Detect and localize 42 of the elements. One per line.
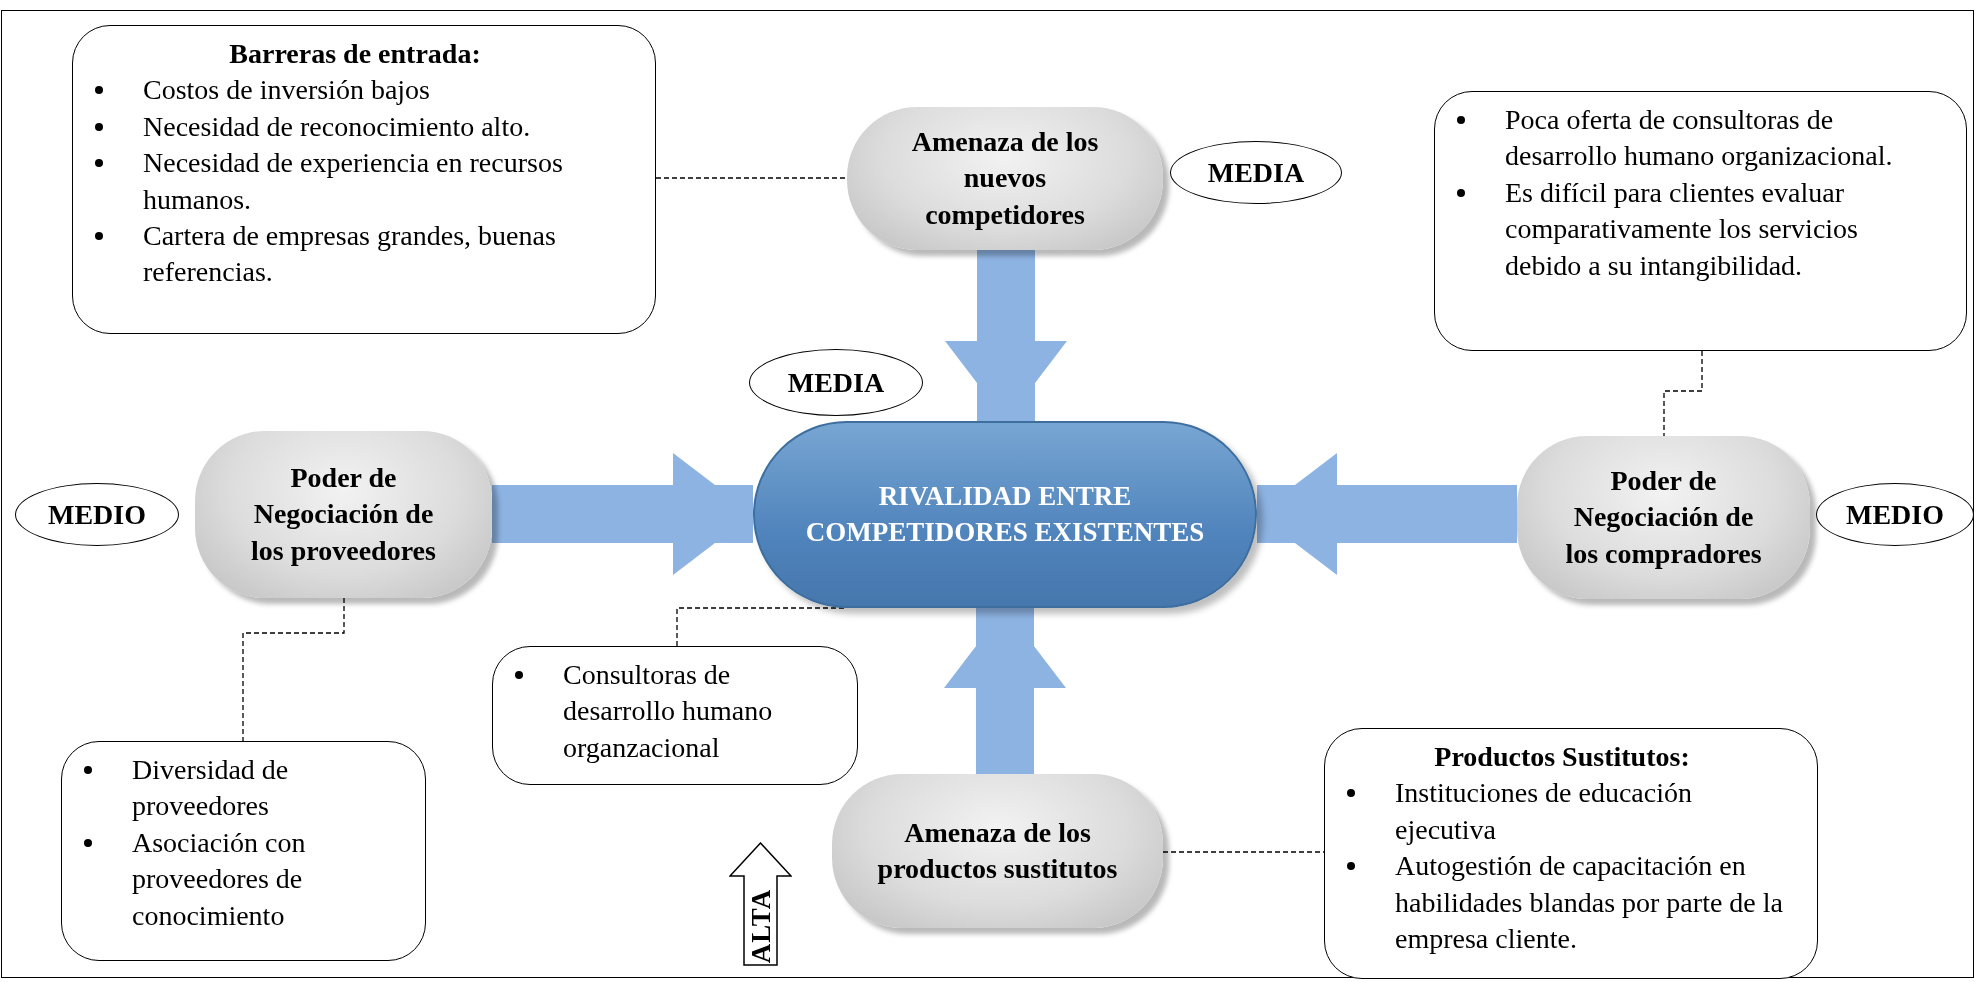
force-pill [832, 774, 1163, 928]
bullet-item: Consultoras de desarrollo humano organzacional [505, 657, 797, 767]
force-pill [847, 107, 1163, 250]
leader-line [242, 597, 345, 742]
block-arrow [945, 250, 1067, 421]
bullet-item: Asociación con proveedores de conocimiento [74, 824, 365, 934]
bullet-item: Es difícil para clientes evaluar comparativamente los servicios debido a su intangibilidad. [1447, 174, 1916, 284]
rating-label: ALTA [745, 889, 776, 964]
rating-label: MEDIA [1207, 156, 1305, 189]
note-box [61, 741, 426, 961]
leader-line [655, 177, 848, 179]
bullet-item: Costos de inversión bajos [85, 72, 625, 109]
note-box [72, 25, 656, 334]
bullet-item: Poca oferta de consultoras de desarrollo humano organizacional. [1447, 102, 1916, 175]
note-box [492, 646, 858, 785]
bullet-item: Autogestión de capacitación en habilidades blandas por parte de la empresa cliente. [1337, 848, 1787, 958]
note-box [1324, 728, 1818, 979]
up-arrow-shape [729, 842, 792, 966]
rating-label: MEDIO [1846, 498, 1944, 531]
bullet-item: Necesidad de reconocimiento alto. [85, 108, 625, 146]
force-pill [195, 431, 492, 598]
block-arrow [944, 608, 1066, 774]
node-label: Amenaza de los productos sustitutos [876, 815, 1119, 886]
force-pill [1517, 436, 1810, 599]
leader-line [676, 607, 846, 647]
node-label: Poder de Negociación de los compradores [1564, 463, 1763, 571]
note-box [1434, 91, 1967, 351]
rating-label: MEDIA [787, 366, 885, 399]
node-label: Poder de Negociación de los proveedores [250, 460, 437, 568]
bullet-item: Necesidad de experiencia en recursos humanos. [85, 145, 625, 218]
block-arrow [492, 453, 753, 575]
bullet-item: Instituciones de educación ejecutiva [1337, 775, 1787, 849]
node-label: Amenaza de los nuevos competidores [910, 124, 1100, 232]
box-heading: Barreras de entrada: [228, 37, 482, 71]
central-pill [753, 421, 1257, 608]
rating-label: MEDIO [48, 498, 146, 531]
bullet-item: Diversidad de proveedores [74, 752, 365, 825]
leader-line [1663, 350, 1703, 437]
block-arrow [1257, 453, 1517, 575]
box-heading: Productos Sustitutos: [1433, 740, 1691, 774]
node-label: RIVALIDAD ENTRE COMPETIDORES EXISTENTES [804, 480, 1206, 549]
bullet-item: Cartera de empresas grandes, buenas referencias. [85, 217, 625, 291]
